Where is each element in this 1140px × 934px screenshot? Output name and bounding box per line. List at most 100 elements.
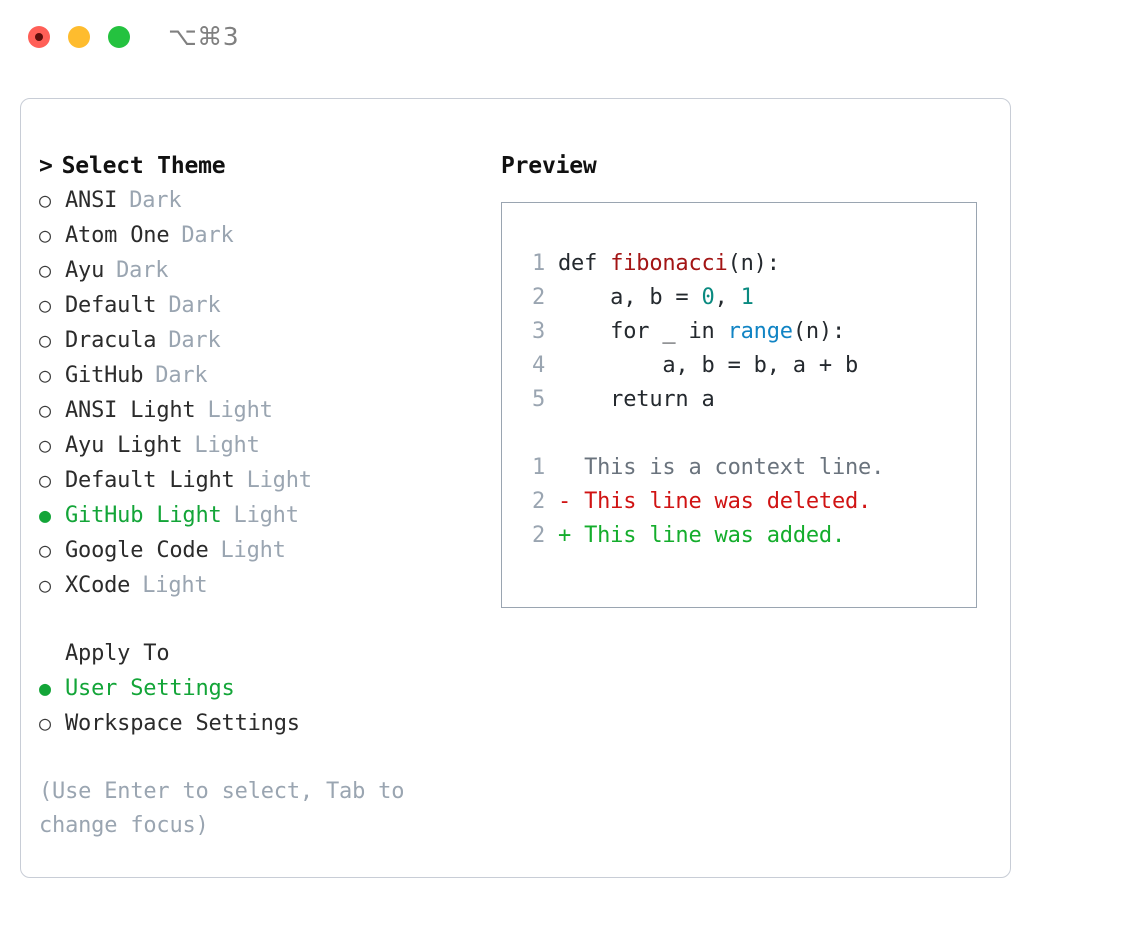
preview-box: 1 def fibonacci(n): 2 a, b = 0, 1 3 for _…: [501, 202, 977, 608]
diff-marker: [558, 451, 584, 485]
radio-unselected-icon: ○: [39, 223, 51, 247]
radio-unselected-icon: ○: [39, 468, 51, 492]
code-content: def fibonacci(n):: [558, 251, 780, 276]
line-number: 4: [531, 353, 545, 378]
line-number: 1: [531, 251, 545, 276]
diff-line-context: 1 This is a context line.: [519, 451, 976, 485]
radio-unselected-icon: ○: [39, 398, 51, 422]
minimize-button[interactable]: [68, 26, 90, 48]
theme-option-default-light[interactable]: ○ Default Light Light: [39, 463, 489, 498]
theme-variant-badge: Dark: [155, 363, 208, 388]
line-number: 1: [531, 455, 545, 480]
code-content: a, b = b, a + b: [558, 353, 859, 378]
theme-label: ANSI: [65, 188, 118, 213]
radio-unselected-icon: ○: [39, 433, 51, 457]
diff-text: This line was deleted.: [584, 489, 872, 514]
apply-to-header: Apply To: [65, 641, 170, 666]
radio-unselected-icon: ○: [39, 188, 51, 212]
caret-icon: >: [39, 153, 53, 179]
theme-label: GitHub: [65, 363, 144, 388]
diff-text: This is a context line.: [584, 455, 885, 480]
theme-variant-badge: Light: [220, 538, 286, 563]
select-theme-title: Select Theme: [61, 153, 226, 179]
theme-option-atom-one[interactable]: ○ Atom One Dark: [39, 218, 489, 253]
diff-line-added: 2 + This line was added.: [519, 519, 976, 553]
theme-variant-badge: Light: [246, 468, 312, 493]
theme-variant-badge: Light: [142, 573, 208, 598]
keyboard-shortcut-label: ⌥⌘3: [168, 22, 240, 51]
theme-option-ansi[interactable]: ○ ANSI Dark: [39, 183, 489, 218]
window-controls: [28, 26, 130, 48]
radio-unselected-icon: ○: [39, 328, 51, 352]
keyboard-hint-text: (Use Enter to select, Tab to change focu…: [39, 779, 405, 838]
code-line: 3 for _ in range(n):: [519, 315, 976, 349]
apply-to-workspace-settings[interactable]: ○ Workspace Settings: [39, 706, 489, 741]
panel-columns: > Select Theme ○ ANSI Dark ○ Atom One Dar…: [21, 99, 1010, 877]
theme-label: Default: [65, 293, 157, 318]
radio-selected-icon: ●: [39, 503, 51, 527]
maximize-button[interactable]: [108, 26, 130, 48]
code-line: 1 def fibonacci(n):: [519, 247, 976, 281]
radio-unselected-icon: ○: [39, 363, 51, 387]
main-panel: > Select Theme ○ ANSI Dark ○ Atom One Dar…: [20, 98, 1011, 878]
theme-option-ayu-light[interactable]: ○ Ayu Light Light: [39, 428, 489, 463]
theme-picker-column: > Select Theme ○ ANSI Dark ○ Atom One Dar…: [39, 149, 489, 843]
theme-variant-badge: Light: [233, 503, 299, 528]
diff-line-deleted: 2- This line was deleted.: [519, 485, 976, 519]
diff-text: This line was added.: [584, 523, 845, 548]
radio-unselected-icon: ○: [39, 538, 51, 562]
line-number: 2: [531, 489, 545, 514]
theme-variant-badge: Light: [207, 398, 273, 423]
theme-option-github[interactable]: ○ GitHub Dark: [39, 358, 489, 393]
line-number: 5: [531, 387, 545, 412]
title-bar: ⌥⌘3: [0, 0, 1140, 76]
theme-option-default[interactable]: ○ Default Dark: [39, 288, 489, 323]
theme-label: Google Code: [65, 538, 209, 563]
theme-option-xcode[interactable]: ○ XCode Light: [39, 568, 489, 603]
theme-option-ansi-light[interactable]: ○ ANSI Light Light: [39, 393, 489, 428]
apply-to-label: User Settings: [65, 676, 235, 701]
theme-variant-badge: Dark: [116, 258, 169, 283]
code-line: 5 return a: [519, 383, 976, 417]
preview-header: Preview: [501, 153, 597, 179]
code-content: return a: [558, 387, 715, 412]
theme-option-google-code[interactable]: ○ Google Code Light: [39, 533, 489, 568]
code-content: for _ in range(n):: [558, 319, 846, 344]
theme-variant-badge: Dark: [168, 293, 221, 318]
code-line: 4 a, b = b, a + b: [519, 349, 976, 383]
diff-marker: -: [558, 489, 585, 514]
code-content: a, b = 0, 1: [558, 285, 754, 310]
theme-label: XCode: [65, 573, 131, 598]
radio-unselected-icon: ○: [39, 711, 51, 735]
theme-label: Default Light: [65, 468, 235, 493]
apply-to-label: Workspace Settings: [65, 711, 300, 736]
theme-option-dracula[interactable]: ○ Dracula Dark: [39, 323, 489, 358]
select-theme-header: > Select Theme: [39, 149, 489, 183]
radio-unselected-icon: ○: [39, 258, 51, 282]
preview-column: Preview 1 def fibonacci(n): 2 a, b = 0, 1…: [501, 149, 991, 608]
radio-selected-icon: ●: [39, 676, 51, 700]
diff-marker: +: [558, 523, 585, 548]
line-number: 2: [531, 523, 545, 548]
close-button[interactable]: [28, 26, 50, 48]
theme-variant-badge: Dark: [181, 223, 234, 248]
theme-variant-badge: Dark: [168, 328, 221, 353]
theme-label: GitHub Light: [65, 503, 222, 528]
theme-option-github-light[interactable]: ● GitHub Light Light: [39, 498, 489, 533]
line-number: 3: [531, 319, 545, 344]
theme-label: ANSI Light: [65, 398, 196, 423]
section-spacer: [39, 603, 489, 637]
theme-variant-badge: Dark: [129, 188, 182, 213]
theme-label: Ayu Light: [65, 433, 183, 458]
code-line: 2 a, b = 0, 1: [519, 281, 976, 315]
theme-label: Atom One: [65, 223, 170, 248]
theme-variant-badge: Light: [194, 433, 260, 458]
theme-option-ayu[interactable]: ○ Ayu Dark: [39, 253, 489, 288]
theme-label: Dracula: [65, 328, 157, 353]
radio-unselected-icon: ○: [39, 293, 51, 317]
radio-unselected-icon: ○: [39, 573, 51, 597]
line-number: 2: [531, 285, 545, 310]
code-blank-line: [519, 417, 976, 451]
apply-to-user-settings[interactable]: ● User Settings: [39, 671, 489, 706]
